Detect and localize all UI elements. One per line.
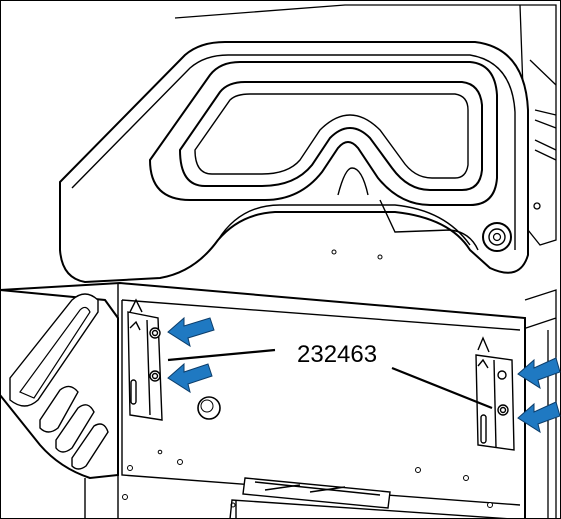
cover-lower-lip	[217, 199, 479, 251]
left-vent-panel	[0, 288, 119, 480]
arrow-right-upper	[517, 357, 561, 390]
cover-hole	[377, 254, 383, 260]
leader-line-left	[167, 348, 276, 362]
base-frame	[84, 478, 237, 519]
indicator-arrows	[167, 316, 561, 434]
arrow-left-lower	[167, 362, 213, 394]
right-mounting-bracket	[475, 336, 515, 451]
callout-label: 232463	[297, 341, 377, 368]
arrow-right-lower	[517, 401, 561, 434]
cover-hole	[331, 249, 337, 255]
arrow-left-upper	[167, 316, 215, 348]
leader-lines	[167, 348, 493, 410]
bottom-slot	[229, 477, 513, 519]
panel-details	[122, 396, 493, 508]
handle-grip	[148, 61, 498, 206]
left-mounting-bracket	[127, 298, 163, 421]
knob-screw	[482, 222, 512, 252]
leader-line-right	[391, 366, 493, 410]
